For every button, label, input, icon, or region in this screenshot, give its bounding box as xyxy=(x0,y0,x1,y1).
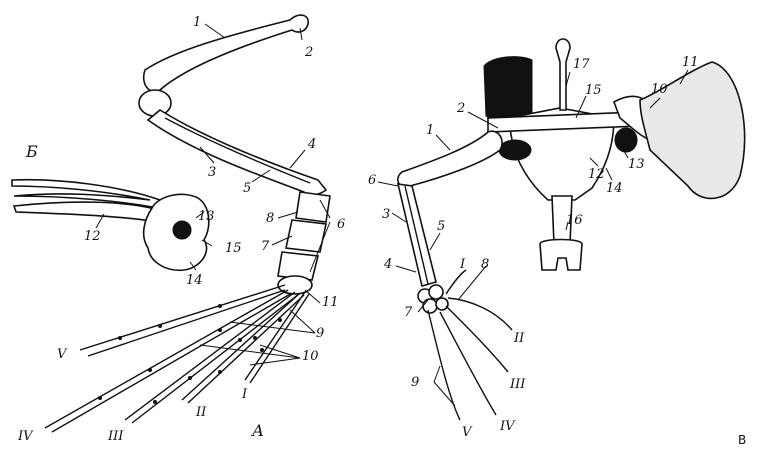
label-a-5: 5 xyxy=(243,181,251,196)
digit-c-iii: III xyxy=(509,377,526,392)
label-c-10: 10 xyxy=(651,82,668,97)
humerus-c xyxy=(397,130,503,188)
glenoid-cavity xyxy=(172,220,192,240)
label-c-1: 1 xyxy=(426,123,434,138)
label-c-3: 3 xyxy=(382,207,390,222)
label-a-3: 3 xyxy=(208,165,216,180)
label-a-9: 9 xyxy=(316,326,324,341)
finger-ii-outer xyxy=(187,294,305,404)
digit-c-i: I xyxy=(459,257,466,272)
panel-a-leaders xyxy=(199,23,331,366)
forearm-second-bone xyxy=(164,117,311,184)
label-c-7: 7 xyxy=(404,305,413,320)
label-c-6: 6 xyxy=(368,173,376,188)
label-c-17: 17 xyxy=(573,57,590,72)
label-b-13: 13 xyxy=(198,209,215,224)
label-c-12: 12 xyxy=(588,167,605,182)
label-c-16: 16 xyxy=(566,213,583,228)
digit-a-i: I xyxy=(241,387,248,402)
finger-v-outer xyxy=(87,289,286,357)
finger-v xyxy=(79,284,286,351)
sternal-process xyxy=(555,38,571,111)
finger-c-iv xyxy=(439,311,497,416)
panel-a-wing-skeleton: 1 2 3 4 5 6 7 8 9 10 11 I II III IV V А xyxy=(17,14,345,444)
label-a-11: 11 xyxy=(322,295,339,310)
finger-iii-outer xyxy=(131,293,300,424)
carpal-cluster-c xyxy=(417,284,449,314)
label-a-1: 1 xyxy=(193,15,201,30)
keel-foot xyxy=(539,238,583,271)
label-b-14: 14 xyxy=(186,273,203,288)
panel-b-letter: Б xyxy=(25,142,38,161)
joint-right-dark xyxy=(614,127,638,153)
panel-b-shoulder: 12 13 14 15 Б xyxy=(11,142,242,288)
label-c-11: 11 xyxy=(682,55,699,70)
digit-a-v: V xyxy=(57,347,68,362)
digit-a-iii: III xyxy=(107,429,124,444)
label-a-8: 8 xyxy=(266,211,274,226)
finger-iii xyxy=(124,291,296,421)
carpal-bone-upper xyxy=(295,191,331,223)
panel-c-leaders xyxy=(377,69,689,407)
digit-c-v: V xyxy=(462,425,473,440)
panel-b-leaders xyxy=(95,211,213,271)
label-c-9: 9 xyxy=(411,375,419,390)
scapula-fan xyxy=(639,61,746,200)
finger-c-ii xyxy=(447,297,513,331)
metacarpal-cluster xyxy=(277,275,313,295)
finger-iv-outer xyxy=(51,292,293,433)
finger-iv xyxy=(44,289,289,429)
label-c-8: 8 xyxy=(481,257,489,272)
coracoid-bone xyxy=(11,178,171,212)
label-b-15: 15 xyxy=(225,241,242,256)
panel-a-letter: А xyxy=(251,421,264,440)
label-c-13: 13 xyxy=(628,157,645,172)
digit-c-iv: IV xyxy=(499,419,516,434)
label-a-6: 6 xyxy=(337,217,345,232)
digit-c-ii: II xyxy=(513,331,525,346)
phalanx-joints xyxy=(98,304,282,404)
finger-i-outer xyxy=(249,293,310,384)
label-c-14: 14 xyxy=(606,181,623,196)
label-a-2: 2 xyxy=(304,45,313,60)
carpal-bone-lower xyxy=(277,251,319,281)
label-c-5: 5 xyxy=(437,219,445,234)
forearm-c-second xyxy=(404,185,429,285)
digit-a-iv: IV xyxy=(17,429,34,444)
label-c-2: 2 xyxy=(456,101,465,116)
finger-c-v xyxy=(427,309,461,421)
panel-c-letter: B xyxy=(738,433,746,447)
panel-c-forelimb: 1 2 3 4 5 6 7 8 9 10 11 12 13 14 15 16 1… xyxy=(368,38,746,447)
joint-left-dark xyxy=(498,139,532,161)
digit-a-ii: II xyxy=(195,405,207,420)
label-c-15: 15 xyxy=(585,83,602,98)
finger-c-iii xyxy=(445,305,509,373)
label-b-12: 12 xyxy=(84,229,101,244)
label-a-4: 4 xyxy=(307,137,316,152)
elbow-joint xyxy=(138,89,172,117)
label-a-10: 10 xyxy=(302,349,319,364)
humerus-bone xyxy=(142,14,309,93)
label-a-7: 7 xyxy=(261,239,270,254)
finger-c-i xyxy=(445,269,467,295)
label-c-4: 4 xyxy=(383,257,392,272)
finger-ii xyxy=(181,292,301,401)
scapula-dark xyxy=(483,56,533,123)
carpal-bone-middle xyxy=(285,219,327,253)
finger-i xyxy=(244,291,306,381)
